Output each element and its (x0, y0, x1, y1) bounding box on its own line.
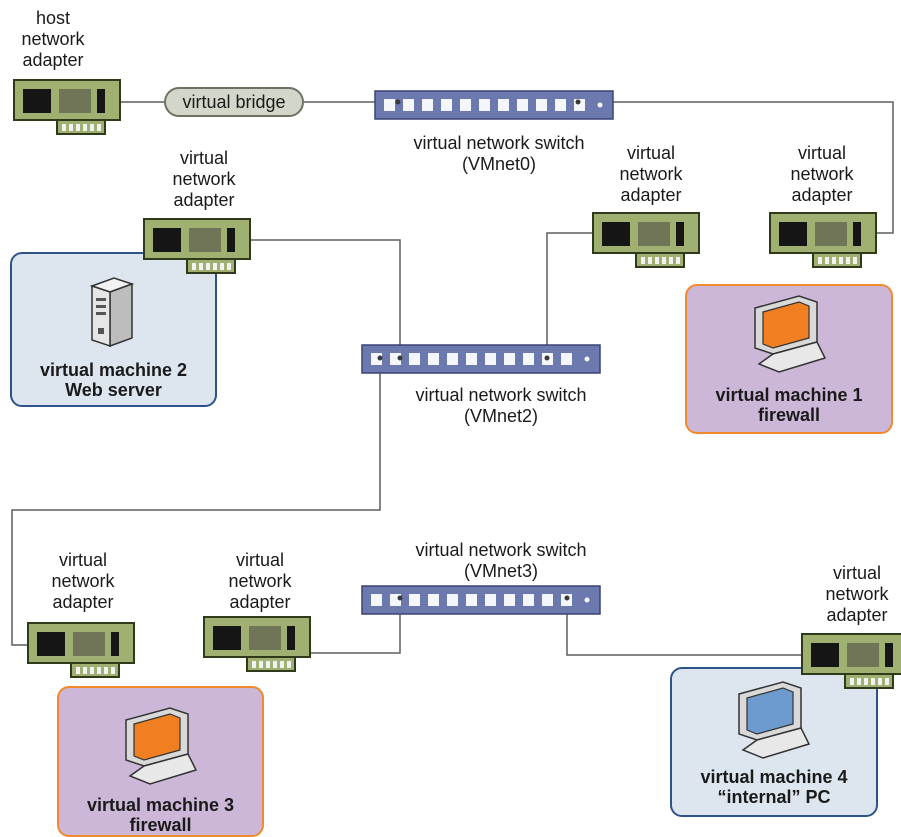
host-adapter-label: host network adapter (21, 8, 85, 70)
host-network-adapter-icon (13, 79, 121, 135)
server-tower-icon (89, 277, 135, 348)
vm3-network-adapter-a-icon (27, 622, 135, 678)
vm1-adapter-a-label: virtual network adapter (619, 143, 683, 205)
vm1-monitor-icon (754, 295, 827, 373)
vm1-adapter-b-label: virtual network adapter (790, 143, 854, 205)
vm4-monitor-icon (738, 681, 811, 759)
vm3-network-adapter-b-icon (203, 616, 311, 672)
vm4-adapter-label: virtual network adapter (825, 563, 889, 625)
vm3-monitor-icon (125, 707, 198, 785)
link-vmnet3-vm4 (566, 597, 804, 656)
switch-vmnet0-label: virtual network switch (VMnet0) (413, 133, 585, 174)
vm4-network-adapter-icon (801, 633, 901, 689)
vm4-label: virtual machine 4 “internal” PC (700, 767, 848, 807)
link-vmnet0-vm1 (578, 101, 894, 234)
switch-vmnet3-label: virtual network switch (VMnet3) (415, 540, 587, 581)
virtual-bridge: virtual bridge (164, 87, 304, 117)
switch-vmnet2 (361, 344, 601, 374)
link-vm3adapter-vmnet3 (290, 597, 401, 654)
vm3-adapter-b-label: virtual network adapter (228, 550, 292, 612)
vm2-label: virtual machine 2 Web server (39, 360, 188, 400)
switch-vmnet0 (374, 90, 614, 120)
link-vmnet2-vm3 (11, 358, 381, 646)
vm3-adapter-a-label: virtual network adapter (51, 550, 115, 612)
vm1-network-adapter-a-icon (592, 212, 700, 268)
switch-vmnet3 (361, 585, 601, 615)
switch-vmnet2-label: virtual network switch (VMnet2) (415, 385, 587, 426)
link-vm1adapter-vmnet2 (546, 232, 596, 358)
vm1-network-adapter-b-icon (769, 212, 877, 268)
vm2-adapter-label: virtual network adapter (172, 148, 236, 210)
link-vm2-vmnet2 (247, 239, 401, 358)
vm2-network-adapter-icon (143, 218, 251, 274)
vm3-label: virtual machine 3 firewall (86, 795, 235, 835)
vm1-label: virtual machine 1 firewall (715, 385, 863, 425)
switch-ports (384, 99, 585, 111)
